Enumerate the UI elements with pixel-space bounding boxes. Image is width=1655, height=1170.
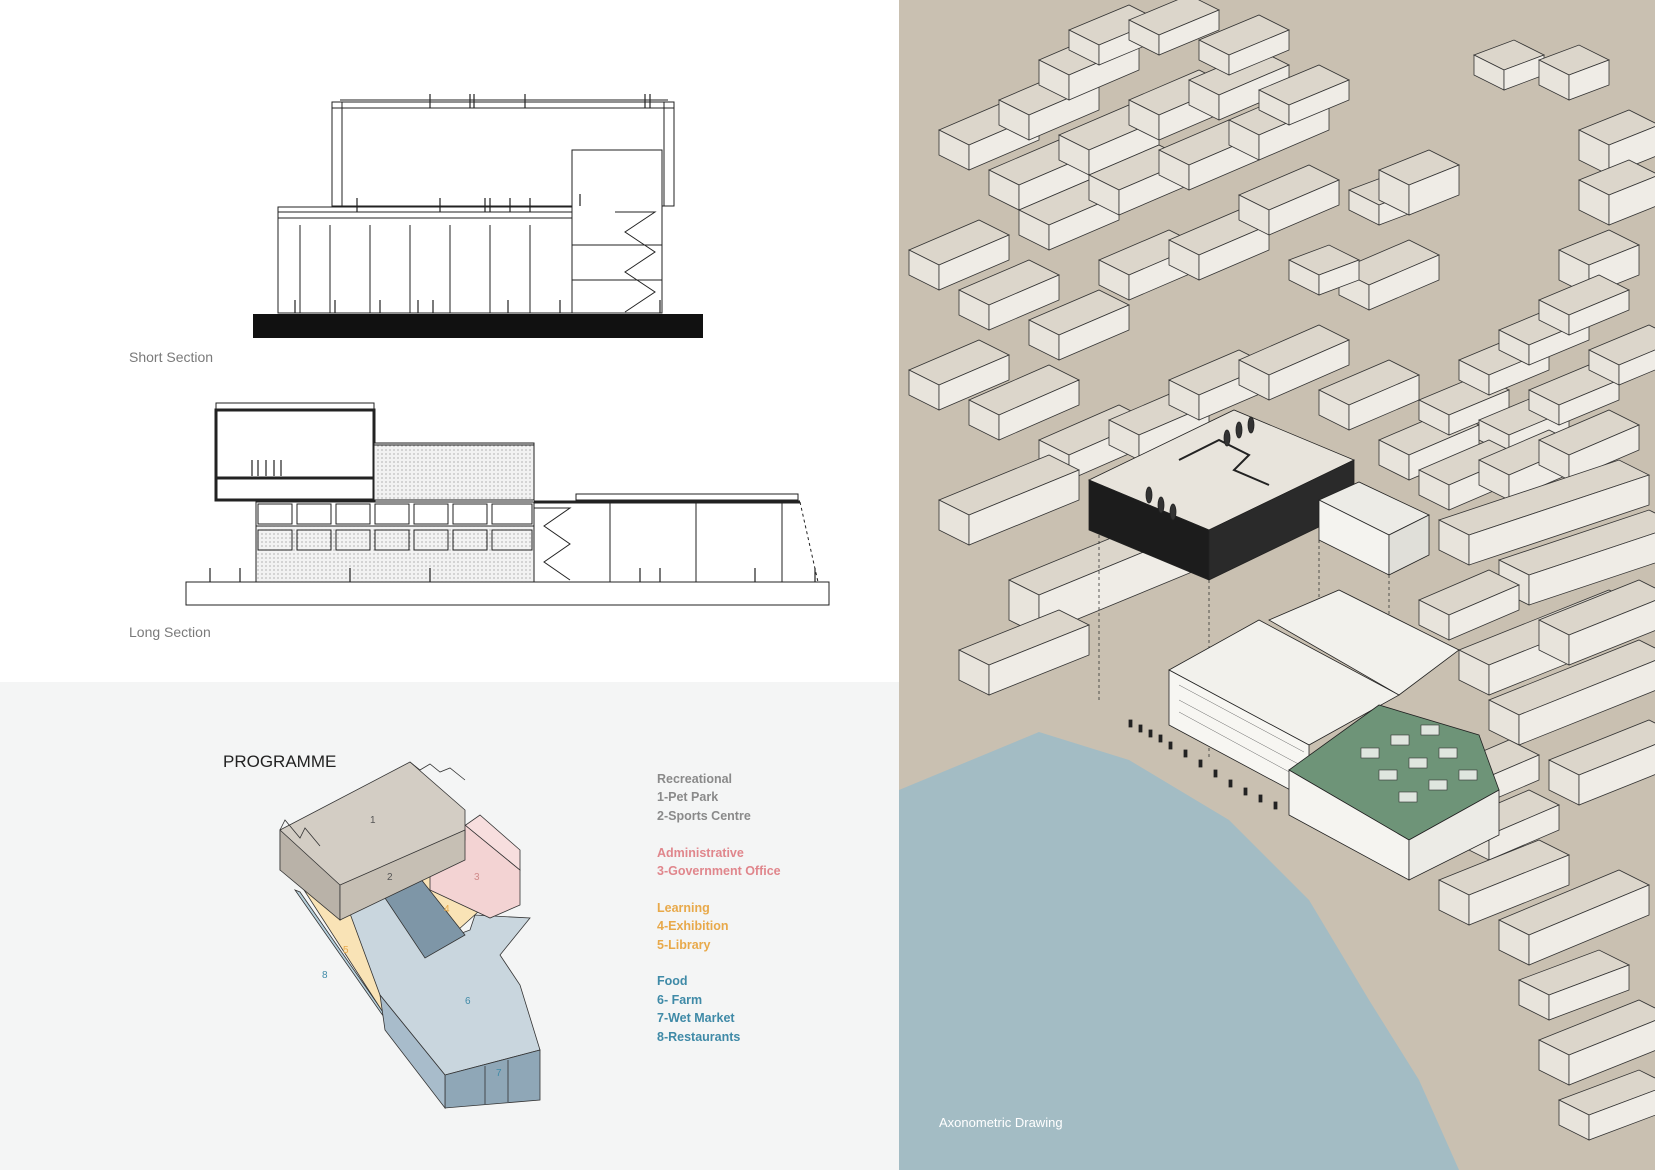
legend-heading: Learning: [657, 900, 710, 915]
context-building-wall: [1608, 126, 1655, 176]
context-building-wall: [1588, 1089, 1655, 1141]
axonometric-drawing: [899, 0, 1655, 1170]
context-building-wall: [1558, 379, 1620, 426]
short-section-ground: [253, 314, 703, 338]
zone-label-3: 3: [474, 872, 480, 883]
context-building-wall: [998, 379, 1080, 441]
legend-item: 2-Sports Centre: [657, 808, 751, 823]
context-building-wall: [968, 469, 1080, 546]
context-building-wall: [1528, 532, 1655, 606]
zone-label-8: 8: [322, 970, 328, 981]
legend-heading: Food: [657, 974, 688, 989]
legend-item: 3-Government Office: [657, 864, 781, 879]
context-building-wall: [988, 274, 1060, 331]
long-section-drawing: [185, 402, 830, 606]
long-section-caption: Long Section: [129, 624, 211, 640]
context-building-wall: [1318, 259, 1360, 296]
context-building-wall: [1568, 1020, 1655, 1086]
context-building-wall: [988, 624, 1090, 696]
context-building-wall: [1198, 224, 1270, 281]
context-building-wall: [1288, 79, 1350, 126]
axonometric-caption: Axonometric Drawing: [939, 1115, 1063, 1130]
context-building-wall: [1268, 179, 1340, 236]
context-building-wall: [1268, 339, 1350, 401]
main-building: [1088, 409, 1500, 881]
context-building-wall: [1568, 289, 1630, 336]
context-building-wall: [1048, 194, 1120, 251]
legend-item: 6- Farm: [657, 992, 703, 1007]
context-building-wall: [1568, 59, 1610, 101]
legend-item: 5-Library: [657, 937, 711, 952]
context-building-wall: [1368, 254, 1440, 311]
zone-label-6: 6: [465, 996, 471, 1007]
context-building-wall: [1228, 29, 1290, 76]
legend-group-learning: Learning 4-Exhibition 5-Library: [657, 899, 781, 954]
context-buildings: [908, 0, 1655, 1141]
context-building-wall: [938, 234, 1010, 291]
legend-item: 4-Exhibition: [657, 919, 729, 934]
legend-item: 1-Pet Park: [657, 790, 719, 805]
context-building-wall: [1578, 744, 1655, 806]
legend-heading: Recreational: [657, 772, 733, 786]
zone-label-1: 1: [370, 815, 376, 826]
axonometric-panel: Axonometric Drawing: [899, 0, 1655, 1170]
legend-group-administrative: Administrative 3-Government Office: [657, 844, 781, 881]
zone-label-7: 7: [496, 1068, 502, 1079]
legend-heading: Administrative: [657, 845, 744, 860]
context-building-wall: [1568, 424, 1640, 481]
context-building-wall: [1468, 854, 1570, 926]
context-building-wall: [1448, 584, 1520, 641]
context-building-wall: [1488, 804, 1560, 861]
programme-diagram: [279, 761, 541, 1110]
context-building-wall: [1468, 474, 1650, 566]
context-building-wall: [1568, 600, 1655, 666]
legend-group-food: Food 6- Farm 7-Wet Market 8-Restaurants: [657, 972, 781, 1046]
zone-label-2: 2: [387, 872, 393, 883]
sections-panel: Short Section Long Section: [0, 0, 899, 682]
context-building-wall: [1528, 884, 1650, 966]
context-building-wall: [1548, 964, 1630, 1021]
context-building-wall: [1058, 304, 1130, 361]
context-building-wall: [1408, 164, 1460, 216]
context-building-wall: [938, 354, 1010, 411]
short-section-drawing: [277, 94, 675, 314]
programme-legend: Recreational 1-Pet Park 2-Sports Centre …: [657, 770, 781, 1064]
zone-label-4: 4: [444, 904, 450, 915]
legend-item: 8-Restaurants: [657, 1029, 741, 1044]
programme-title: PROGRAMME: [223, 752, 337, 771]
zone-label-5: 5: [343, 945, 349, 956]
context-building-wall: [1618, 349, 1655, 386]
short-section-caption: Short Section: [129, 349, 214, 365]
context-building-wall: [1518, 660, 1655, 746]
legend-item: 7-Wet Market: [657, 1011, 735, 1026]
sections-drawing: [185, 94, 830, 606]
context-building-wall: [1608, 176, 1655, 226]
legend-group-recreational: Recreational 1-Pet Park 2-Sports Centre: [657, 770, 781, 825]
context-building-wall: [1158, 9, 1220, 56]
water-body: [899, 732, 1459, 1170]
